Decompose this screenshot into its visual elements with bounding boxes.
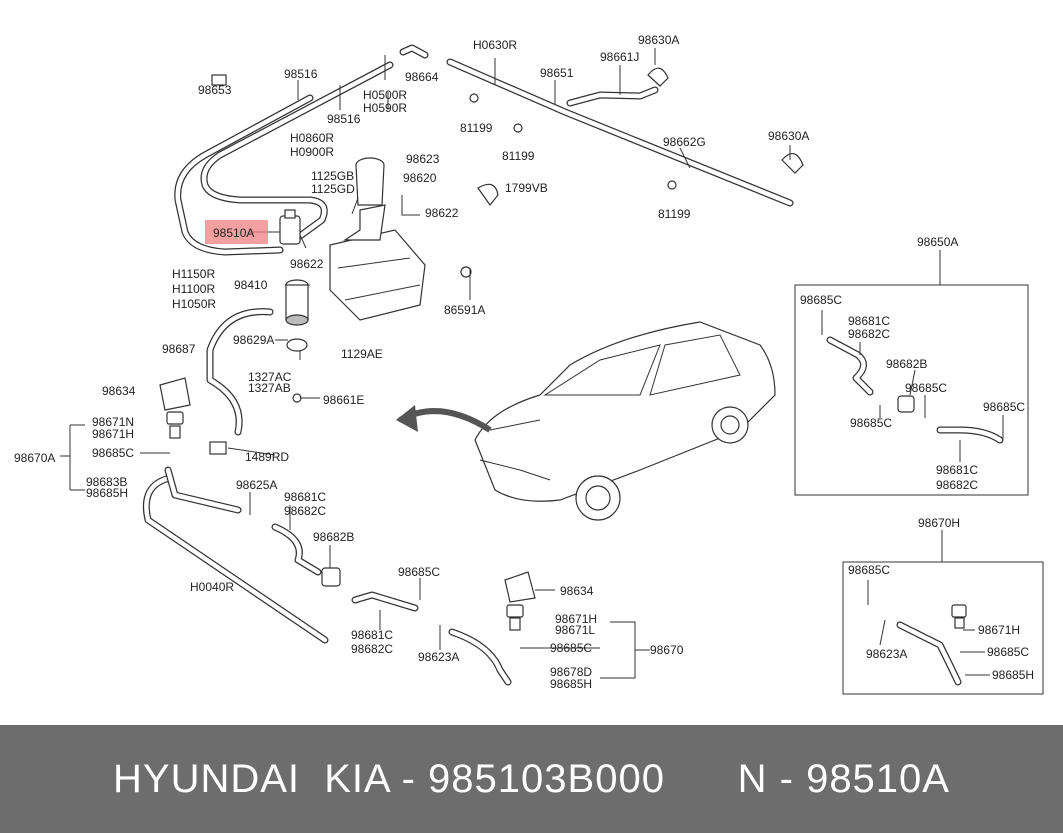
label-h1150r: H1150R <box>172 267 215 281</box>
label-1129ae: 1129AE <box>341 347 383 361</box>
label-98651: 98651 <box>540 66 574 80</box>
label-98510a: 98510A <box>213 226 254 240</box>
label-98653: 98653 <box>198 83 232 97</box>
label-98681c: 98681C <box>284 490 326 504</box>
label-1489rd: 1489RD <box>245 450 289 464</box>
label-98623a: 98623A <box>866 647 907 661</box>
label-1125gd: 1125GD <box>311 182 355 196</box>
label-98685c: 98685C <box>92 446 134 460</box>
label-98410: 98410 <box>234 278 268 292</box>
label-98685c: 98685C <box>850 416 892 430</box>
reservoir-tank <box>329 157 426 321</box>
label-98685c: 98685C <box>983 400 1025 414</box>
label-98685c: 98685C <box>848 563 890 577</box>
label-98664: 98664 <box>405 70 439 84</box>
label-98682c: 98682C <box>284 504 326 518</box>
label-98681c: 98681C <box>351 628 393 642</box>
label-h0630r: H0630R <box>473 38 517 52</box>
group-box-98650a <box>794 284 1029 496</box>
label-98682c: 98682C <box>848 327 890 341</box>
part-number-text: HYUNDAI KIA - 985103B000 N - 98510A <box>113 756 950 801</box>
label-98623a: 98623A <box>418 650 459 664</box>
label-98670: 98670 <box>650 643 684 657</box>
label-98634: 98634 <box>560 584 594 598</box>
label-h1100r: H1100R <box>172 282 215 296</box>
label-98671n: 98671N <box>92 415 134 429</box>
label-98671h: 98671H <box>555 612 597 626</box>
group-box-98670h <box>842 561 1044 695</box>
label-81199: 81199 <box>502 149 535 163</box>
label-1327ab: 1327AB <box>248 381 291 395</box>
label-98623: 98623 <box>406 152 440 166</box>
label-98687: 98687 <box>162 342 196 356</box>
label-98678d: 98678D <box>550 665 592 679</box>
label-98670a: 98670A <box>14 451 55 465</box>
label-98622: 98622 <box>425 206 459 220</box>
label-81199: 81199 <box>658 207 691 221</box>
label-98685c: 98685C <box>987 645 1029 659</box>
footer-bar: HYUNDAI KIA - 985103B000 N - 98510A <box>0 725 1063 833</box>
label-98685c: 98685C <box>398 565 440 579</box>
label-98682b: 98682B <box>886 357 927 371</box>
label-98685c: 98685C <box>905 381 947 395</box>
highlight-98510a <box>205 220 268 244</box>
label-98683b: 98683B <box>86 475 127 489</box>
label-h1050r: H1050R <box>172 297 216 311</box>
label-98681c: 98681C <box>848 314 890 328</box>
car-illustration <box>396 321 776 521</box>
label-98630a: 98630A <box>638 33 679 47</box>
label-98620: 98620 <box>403 171 437 185</box>
label-98650a: 98650A <box>917 235 958 249</box>
label-98681c: 98681C <box>936 463 978 477</box>
label-98634: 98634 <box>102 384 136 398</box>
label-h0500r: H0500R <box>363 88 407 102</box>
label-98685c: 98685C <box>800 293 842 307</box>
nozzle-parts <box>159 67 967 631</box>
label-98671h: 98671H <box>92 427 134 441</box>
label-98682b: 98682B <box>313 530 354 544</box>
label-98661e: 98661E <box>323 393 364 407</box>
label-98671h: 98671H <box>978 623 1020 637</box>
label-h0590r: H0590R <box>363 101 407 115</box>
connectors <box>209 74 915 587</box>
label-98629a: 98629A <box>233 333 274 347</box>
label-98682c: 98682C <box>351 642 393 656</box>
label-h0040r: H0040R <box>190 580 234 594</box>
label-98685h: 98685H <box>550 677 592 691</box>
label-h0860r: H0860R <box>290 131 334 145</box>
label-h0900r: H0900R <box>290 145 334 159</box>
label-1125gb: 1125GB <box>311 169 354 183</box>
label-98661j: 98661J <box>600 50 639 64</box>
label-98670h: 98670H <box>918 516 960 530</box>
parts-diagram: 98653 98516 98516 98664 H0500R H0590R H0… <box>14 33 1044 695</box>
label-98685h: 98685H <box>992 668 1034 682</box>
label-98685c: 98685C <box>550 641 592 655</box>
washer-pump <box>279 209 301 245</box>
leader-lines <box>60 48 1004 679</box>
label-98630a: 98630A <box>768 129 809 143</box>
hoses <box>142 44 1004 686</box>
callout-labels: 98653 98516 98516 98664 H0500R H0590R H0… <box>14 33 1034 691</box>
label-98625a: 98625A <box>236 478 277 492</box>
washer-motor <box>285 279 309 352</box>
label-98622: 98622 <box>290 257 324 271</box>
label-1799vb: 1799VB <box>505 181 548 195</box>
label-98685h: 98685H <box>86 486 128 500</box>
label-81199: 81199 <box>460 121 493 135</box>
label-98671l: 98671L <box>555 623 595 637</box>
label-98516: 98516 <box>284 67 318 81</box>
label-86591a: 86591A <box>444 303 485 317</box>
label-98516: 98516 <box>327 112 361 126</box>
label-98662g: 98662G <box>663 135 706 149</box>
label-1327ac: 1327AC <box>248 370 292 384</box>
label-98682c: 98682C <box>936 478 978 492</box>
